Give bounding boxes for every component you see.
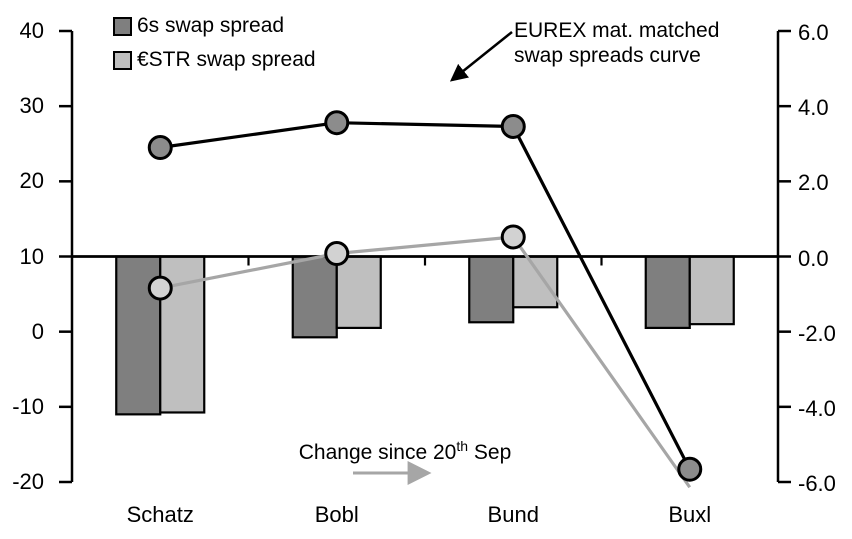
curve-annotation: EUREX mat. matched swap spreads curve	[514, 18, 719, 68]
curve-annotation-line2: swap spreads curve	[514, 44, 701, 67]
left-axis-tick-label: 20	[19, 168, 44, 194]
change-annotation: Change since 20th Sep	[270, 438, 540, 465]
legend-swatch-dark-icon	[113, 16, 132, 36]
right-axis-tick-label: 0.0	[798, 245, 829, 271]
change-annotation-prefix: Change since 20	[298, 441, 457, 464]
category-label-buxl: Buxl	[668, 502, 712, 527]
category-label-bobl: Bobl	[314, 502, 359, 527]
change-annotation-suffix: Sep	[468, 441, 512, 464]
left-axis-tick-label: -10	[12, 393, 44, 419]
curve-annotation-line1: EUREX mat. matched	[514, 19, 720, 42]
left-axis-tick-label: 0	[31, 318, 44, 344]
legend-label-6s: 6s swap spread	[137, 14, 285, 37]
legend: 6s swap spread €STR swap spread	[113, 9, 316, 77]
category-label-schatz: Schatz	[126, 502, 194, 527]
category-label-bund: Bund	[487, 502, 539, 527]
left-axis-tick-label: 30	[19, 93, 44, 119]
legend-swatch-light-icon	[113, 50, 132, 70]
legend-item-6s-swap-spread: 6s swap spread	[113, 9, 316, 43]
right-axis-tick-label: 6.0	[798, 20, 829, 45]
change-annotation-sup: th	[456, 438, 469, 454]
right-axis-tick-label: -4.0	[798, 395, 836, 421]
right-axis-tick-label: -6.0	[798, 471, 836, 496]
left-axis-tick-label: 10	[19, 243, 44, 269]
legend-item-estr-swap-spread: €STR swap spread	[113, 43, 316, 77]
right-axis-tick-label: -2.0	[798, 320, 836, 346]
right-axis-tick-label: 2.0	[798, 170, 829, 196]
legend-label-estr: €STR swap spread	[137, 48, 316, 71]
left-axis-tick-label: 40	[19, 18, 44, 43]
left-axis-tick-label: -20	[12, 469, 44, 494]
right-axis-tick-label: 4.0	[798, 95, 829, 121]
